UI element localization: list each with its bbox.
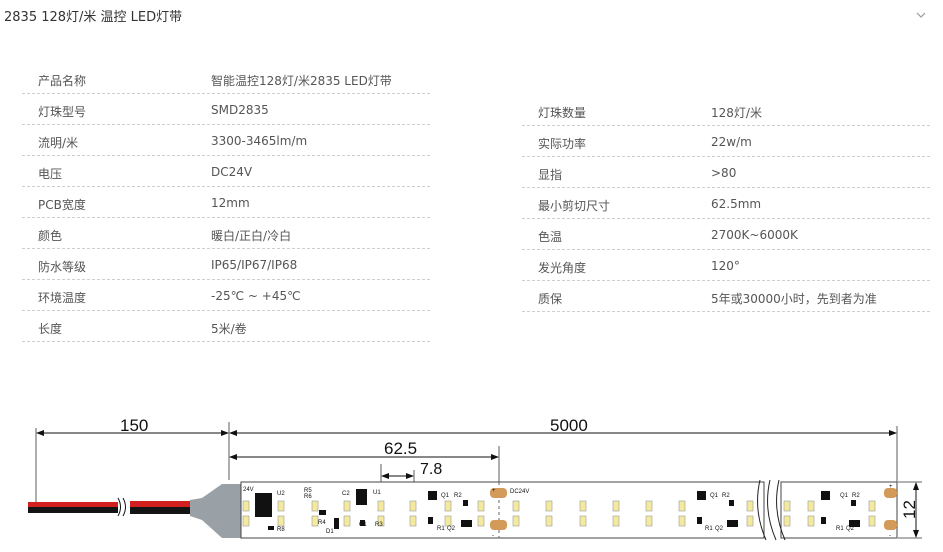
label-minus-right: - [889, 533, 891, 539]
spec-value: 5米/卷 [211, 322, 247, 336]
control-components [255, 489, 860, 530]
spec-key: 流明/米 [38, 136, 79, 150]
spec-value: 22w/m [711, 135, 752, 149]
spec-value: SMD2835 [211, 103, 269, 117]
spec-value: 128灯/米 [711, 106, 762, 120]
label-u2: U2 [277, 491, 285, 497]
label-r2: R2 [454, 493, 462, 499]
spec-key: PCB宽度 [38, 198, 86, 212]
dim-label-150: 150 [120, 416, 148, 435]
spec-row: 颜色 暖白/正白/冷白 [22, 218, 430, 249]
label-r1-b: R1 [705, 526, 713, 532]
spec-row: 最小剪切尺寸 62.5mm [522, 188, 930, 219]
spec-row: 灯珠型号 SMD2835 [22, 94, 430, 125]
label-q2-c: Q2 [846, 526, 855, 532]
label-24v: 24V [243, 487, 254, 493]
spec-table-left: 产品名称 智能温控128灯/米2835 LED灯带 灯珠型号 SMD2835 流明/… [22, 63, 430, 342]
dim-label-7-8: 7.8 [420, 461, 442, 478]
label-plus-right: + [889, 484, 893, 490]
spec-value: 暖白/正白/冷白 [211, 229, 292, 243]
led-chips [242, 500, 876, 527]
spec-row: 色温 2700K~6000K [522, 219, 930, 250]
label-q1-b: Q1 [710, 493, 719, 499]
power-cable [28, 484, 242, 538]
spec-row: 显指 >80 [522, 157, 930, 188]
spec-row: 产品名称 智能温控128灯/米2835 LED灯带 [22, 63, 430, 94]
label-r8: R8 [277, 527, 285, 533]
dim-label-5000: 5000 [550, 416, 588, 435]
spec-row: 电压 DC24V [22, 156, 430, 187]
spec-key: 长度 [38, 322, 63, 336]
spec-value: 12mm [211, 196, 250, 210]
spec-row: 质保 5年或30000小时，先到者为准 [522, 281, 930, 312]
spec-value: >80 [711, 166, 737, 180]
label-d1: D1 [326, 529, 334, 535]
spec-value: 2700K~6000K [711, 228, 798, 242]
spec-value: 智能温控128灯/米2835 LED灯带 [211, 74, 392, 88]
spec-value: 5年或30000小时，先到者为准 [711, 292, 877, 306]
spec-row: 防水等级 IP65/IP67/IP68 [22, 249, 430, 280]
spec-key: 颜色 [38, 229, 63, 243]
spec-key: 电压 [38, 167, 63, 181]
spec-row: 发光角度 120° [522, 250, 930, 281]
label-q1: Q1 [441, 493, 450, 499]
spec-row: 长度 5米/卷 [22, 311, 430, 342]
label-dc24v: DC24V [510, 489, 529, 495]
label-c1: C1 [359, 522, 367, 528]
spec-key: 防水等级 [38, 260, 87, 274]
strip-pcb [240, 479, 898, 541]
spec-key: 灯珠型号 [38, 105, 87, 119]
label-r5: R5 [304, 488, 312, 494]
spec-row: 流明/米 3300-3465lm/m [22, 125, 430, 156]
label-c2: C2 [342, 491, 350, 497]
label-r1: R1 [437, 526, 445, 532]
copper-pads [490, 488, 897, 530]
dim-label-62-5: 62.5 [384, 439, 417, 458]
spec-row: PCB宽度 12mm [22, 187, 430, 218]
spec-key: 发光角度 [538, 261, 587, 275]
spec-key: 灯珠数量 [538, 106, 587, 120]
spec-value: IP65/IP67/IP68 [211, 258, 298, 272]
spec-row: 实际功率 22w/m [522, 126, 930, 157]
label-plus: + [492, 488, 496, 494]
label-q2-b: Q2 [715, 526, 724, 532]
component-labels: 24V U2 R5 R6 C2 U1 R4 D1 C1 R3 R8 Q1 R2 … [243, 484, 893, 539]
label-r2-c: R2 [852, 493, 860, 499]
spec-row: 灯珠数量 128灯/米 [522, 95, 930, 126]
spec-value: 3300-3465lm/m [211, 134, 308, 148]
label-r3: R3 [375, 522, 383, 528]
spec-row: 环境温度 -25℃ ~ +45℃ [22, 280, 430, 311]
spec-key: 最小剪切尺寸 [538, 199, 611, 213]
label-q2: Q2 [447, 526, 456, 532]
spec-key: 质保 [538, 292, 563, 306]
led-strip-dimension-drawing: 150 5000 62.5 7.8 12 [28, 416, 922, 541]
label-u1: U1 [373, 490, 381, 496]
section-title: 2835 128灯/米 温控 LED灯带 [4, 10, 183, 25]
label-r1-c: R1 [836, 526, 844, 532]
label-r4: R4 [318, 520, 326, 526]
spec-key: 环境温度 [38, 291, 87, 305]
spec-value: 120° [711, 259, 740, 273]
label-r6: R6 [304, 494, 312, 500]
chevron-down-icon[interactable] [914, 8, 928, 22]
spec-value: DC24V [211, 165, 253, 179]
spec-key: 显指 [538, 168, 563, 182]
spec-value: -25℃ ~ +45℃ [211, 289, 301, 303]
spec-value: 62.5mm [711, 197, 762, 211]
label-minus: - [492, 533, 494, 539]
label-r2-b: R2 [722, 493, 730, 499]
spec-key: 产品名称 [38, 74, 87, 88]
spec-key: 色温 [538, 230, 563, 244]
label-q1-c: Q1 [840, 493, 849, 499]
spec-key: 实际功率 [538, 137, 587, 151]
spacer [522, 63, 930, 95]
dim-label-12: 12 [900, 500, 919, 519]
section-header[interactable]: 2835 128灯/米 温控 LED灯带 [0, 0, 943, 34]
